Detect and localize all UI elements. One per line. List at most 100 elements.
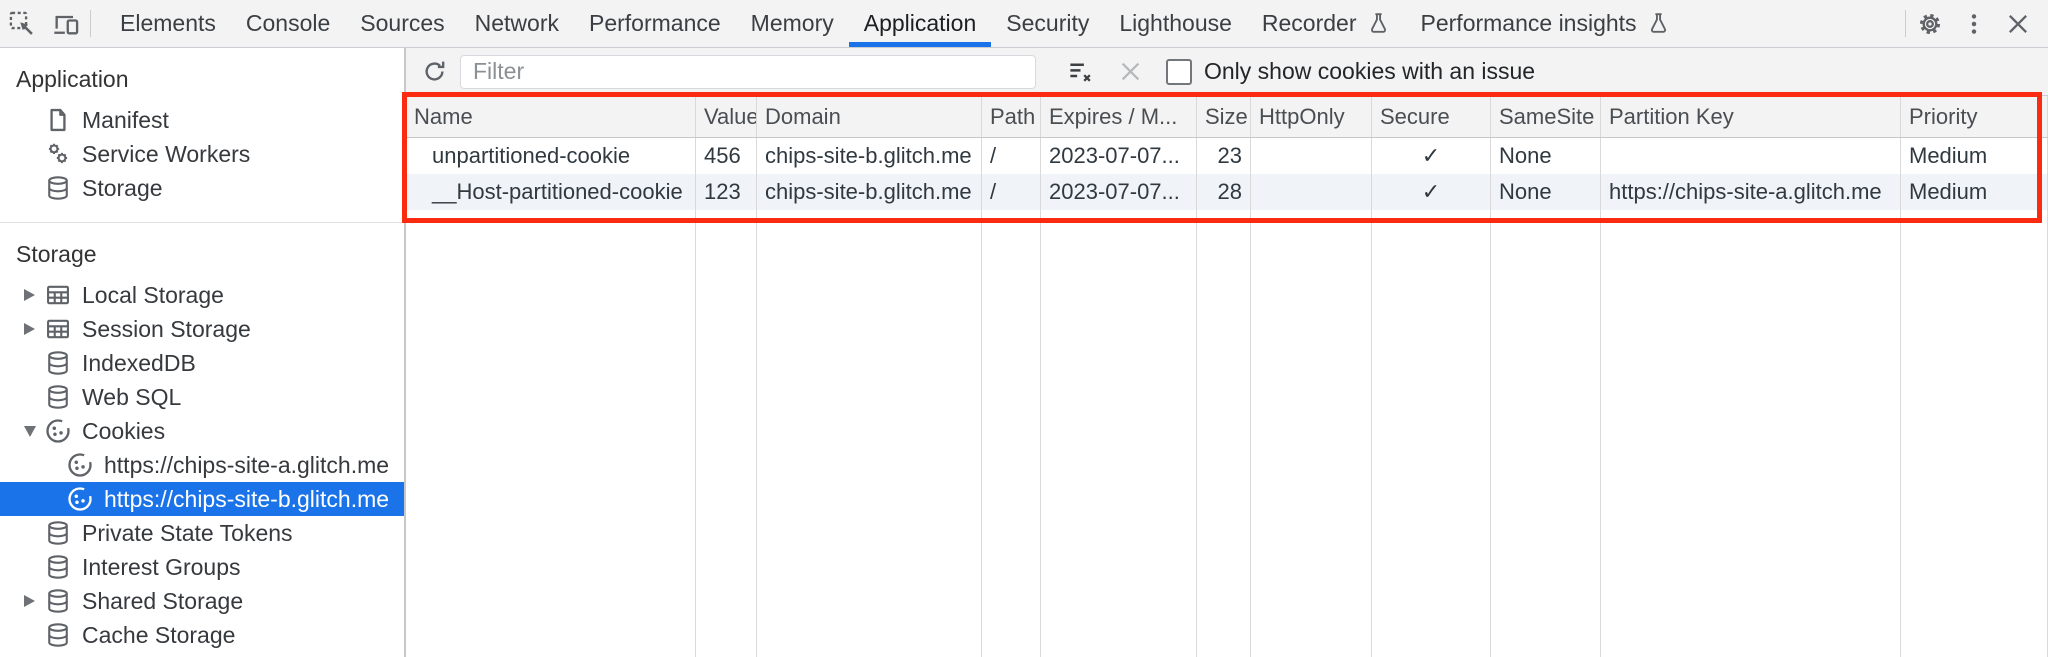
cell-priority[interactable]: Medium: [1901, 174, 2048, 210]
cell-httponly[interactable]: [1251, 138, 1372, 174]
tab-sources[interactable]: Sources: [360, 10, 445, 36]
column-header-path[interactable]: Path: [982, 96, 1041, 137]
cell-domain[interactable]: chips-site-b.glitch.me: [757, 174, 982, 210]
cell-domain[interactable]: chips-site-b.glitch.me: [757, 138, 982, 174]
sidebar-item-cache-storage[interactable]: Cache Storage: [0, 618, 404, 652]
sidebar-item-service-workers[interactable]: Service Workers: [0, 137, 404, 171]
column-header-expires[interactable]: Expires / M...: [1041, 96, 1197, 137]
settings-gear-icon[interactable]: [1908, 0, 1952, 47]
column-header-size[interactable]: Size: [1197, 96, 1251, 137]
sidebar-item-label: Private State Tokens: [82, 519, 293, 546]
sidebar-item-label: Web SQL: [82, 383, 182, 410]
sidebar-item-label: Local Storage: [82, 281, 224, 308]
filter-input[interactable]: [460, 54, 1036, 89]
cell-expires[interactable]: 2023-07-07...: [1041, 174, 1197, 210]
tab-memory[interactable]: Memory: [750, 10, 834, 36]
cookies-toolbar: Only show cookies with an issue: [406, 48, 2048, 96]
experiment-flask-icon: [1646, 11, 1671, 36]
cell-samesite[interactable]: None: [1491, 174, 1601, 210]
column-header-httponly[interactable]: HttpOnly: [1251, 96, 1372, 137]
column-header-secure[interactable]: Secure: [1372, 96, 1491, 137]
column-header-partition-key[interactable]: Partition Key: [1601, 96, 1901, 137]
sidebar-item-manifest[interactable]: Manifest: [0, 103, 404, 137]
column-header-samesite[interactable]: SameSite: [1491, 96, 1601, 137]
cell-name[interactable]: unpartitioned-cookie: [406, 138, 696, 174]
cell-size[interactable]: 23: [1197, 138, 1251, 174]
column-header-priority[interactable]: Priority: [1901, 96, 2048, 137]
cell-path[interactable]: /: [982, 138, 1041, 174]
clear-filter-icon[interactable]: [1062, 54, 1098, 90]
delete-icon[interactable]: [1112, 54, 1148, 90]
collapsed-expander-icon[interactable]: [24, 289, 44, 301]
cell-expires[interactable]: 2023-07-07...: [1041, 138, 1197, 174]
devtools-main-toolbar: Elements Console Sources Network Perform…: [0, 0, 2048, 48]
sidebar-item-label: https://chips-site-a.glitch.me: [104, 451, 390, 478]
sidebar-item-web-sql[interactable]: Web SQL: [0, 380, 404, 414]
cell-priority[interactable]: Medium: [1901, 138, 2048, 174]
tab-security[interactable]: Security: [1006, 10, 1090, 36]
tab-performance-insights[interactable]: Performance insights: [1406, 0, 1686, 47]
database-icon: [44, 174, 72, 202]
tab-lighthouse[interactable]: Lighthouse: [1119, 10, 1232, 36]
sidebar-item-private-state-tokens[interactable]: Private State Tokens: [0, 516, 404, 550]
sidebar-section-storage: Storage: [16, 241, 97, 267]
collapsed-expander-icon[interactable]: [24, 595, 44, 607]
cell-size[interactable]: 28: [1197, 174, 1251, 210]
sidebar-item-local-storage[interactable]: Local Storage: [0, 278, 404, 312]
cell-value[interactable]: 456: [696, 138, 757, 174]
application-sidebar: Application Manifest Service Workers Sto…: [0, 48, 406, 657]
table-icon: [44, 315, 72, 343]
tab-elements[interactable]: Elements: [120, 10, 216, 36]
tab-network[interactable]: Network: [474, 10, 559, 36]
expanded-expander-icon[interactable]: [24, 425, 44, 437]
cell-value[interactable]: 123: [696, 174, 757, 210]
database-icon: [44, 587, 72, 615]
cell-httponly[interactable]: [1251, 174, 1372, 210]
sidebar-item-storage[interactable]: Storage: [0, 171, 404, 205]
only-issue-checkbox-label: Only show cookies with an issue: [1204, 58, 1536, 84]
table-row[interactable]: unpartitioned-cookie 456 chips-site-b.gl…: [406, 138, 2048, 174]
cell-name[interactable]: __Host-partitioned-cookie: [406, 174, 696, 210]
close-icon[interactable]: [1996, 0, 2040, 47]
refresh-icon[interactable]: [416, 54, 452, 90]
inspect-element-icon[interactable]: [0, 0, 44, 47]
collapsed-expander-icon[interactable]: [24, 323, 44, 335]
kebab-menu-icon[interactable]: [1952, 0, 1996, 47]
cell-partition-key[interactable]: https://chips-site-a.glitch.me: [1601, 174, 1901, 210]
cookies-table: Name Value Domain Path Expires / M... Si…: [406, 96, 2048, 657]
only-issue-checkbox[interactable]: [1166, 58, 1192, 85]
empty-cell: [757, 210, 982, 657]
cell-partition-key[interactable]: [1601, 138, 1901, 174]
toolbar-divider: [1905, 10, 1906, 37]
empty-cell: [406, 210, 696, 657]
sidebar-section-application: Application: [16, 66, 129, 92]
empty-cell: [1491, 210, 1601, 657]
cell-secure-checkmark[interactable]: ✓: [1372, 174, 1491, 210]
tab-console[interactable]: Console: [245, 10, 331, 36]
panel-tabs: Elements Console Sources Network Perform…: [105, 0, 1686, 47]
sidebar-item-cookies[interactable]: Cookies: [0, 414, 404, 448]
column-header-value[interactable]: Value: [696, 96, 757, 137]
sidebar-item-interest-groups[interactable]: Interest Groups: [0, 550, 404, 584]
column-header-name[interactable]: Name: [406, 96, 696, 137]
sidebar-item-label: Cookies: [82, 417, 166, 444]
cell-secure-checkmark[interactable]: ✓: [1372, 138, 1491, 174]
cell-samesite[interactable]: None: [1491, 138, 1601, 174]
sidebar-item-chips-site-a[interactable]: https://chips-site-a.glitch.me: [0, 448, 404, 482]
tab-recorder-label: Recorder: [1261, 10, 1357, 36]
sidebar-item-shared-storage[interactable]: Shared Storage: [0, 584, 404, 618]
sidebar-item-session-storage[interactable]: Session Storage: [0, 312, 404, 346]
empty-cell: [696, 210, 757, 657]
tab-recorder[interactable]: Recorder: [1247, 0, 1406, 47]
sidebar-item-chips-site-b[interactable]: https://chips-site-b.glitch.me: [0, 482, 404, 516]
cell-path[interactable]: /: [982, 174, 1041, 210]
sidebar-item-label: IndexedDB: [82, 349, 196, 376]
database-icon: [44, 621, 72, 649]
tab-application[interactable]: Application: [848, 0, 992, 47]
device-toolbar-icon[interactable]: [44, 0, 88, 47]
column-header-domain[interactable]: Domain: [757, 96, 982, 137]
sidebar-item-indexeddb[interactable]: IndexedDB: [0, 346, 404, 380]
tab-performance[interactable]: Performance: [589, 10, 721, 36]
table-row[interactable]: __Host-partitioned-cookie 123 chips-site…: [406, 174, 2048, 210]
